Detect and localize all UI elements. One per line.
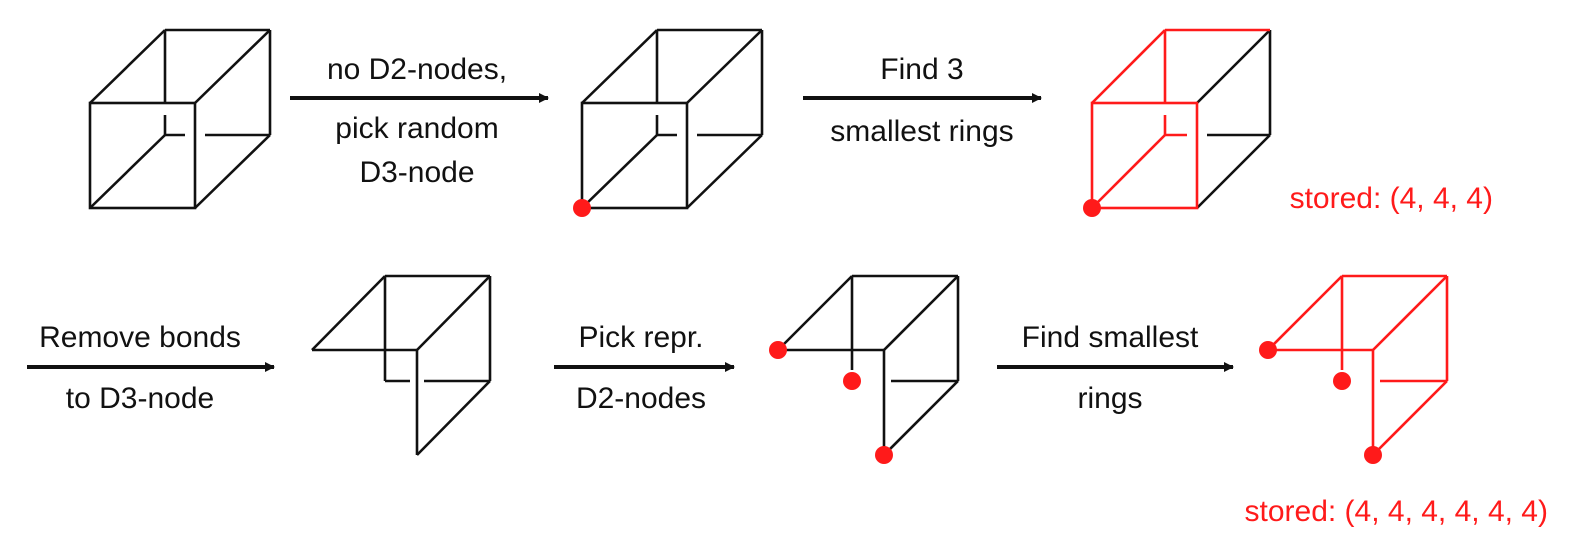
step-label-to-d3-node: to D3-node — [66, 382, 214, 415]
stored-result-2: stored: (4, 4, 4, 4, 4, 4) — [1245, 495, 1549, 528]
d3-node-dot — [573, 199, 591, 217]
d2-node-dot — [1259, 341, 1277, 359]
d3-node-dot — [1083, 199, 1101, 217]
step-label-find-smallest: Find smallest — [1022, 321, 1199, 354]
full-cube — [88, 28, 272, 210]
d2-node-dot — [875, 446, 893, 464]
cube-with-d2-nodes — [777, 274, 960, 456]
step-label-pick-random: pick random — [335, 112, 498, 145]
step-label-pick-repr: Pick repr. — [578, 321, 703, 354]
step-label-rings: rings — [1077, 382, 1142, 415]
stored-result-1: stored: (4, 4, 4) — [1290, 182, 1493, 215]
step-label-d2-nodes: D2-nodes — [576, 382, 706, 415]
step-label-find-3: Find 3 — [880, 53, 963, 86]
step-label-no-d2-nodes: no D2-nodes, — [327, 53, 507, 86]
cube-with-d3-node — [580, 28, 764, 210]
d2-node-dot — [1364, 446, 1382, 464]
cube-three-rings — [1090, 28, 1272, 210]
step-label-remove-bonds: Remove bonds — [39, 321, 241, 354]
d2-node-dot — [843, 372, 861, 390]
step-label-smallest-rings: smallest rings — [830, 115, 1013, 148]
step-label-d3-node: D3-node — [359, 156, 474, 189]
d2-node-dot — [1333, 372, 1351, 390]
cube-d2-rings — [1267, 274, 1449, 456]
cube-d3-removed — [311, 274, 492, 456]
d2-node-dot — [769, 341, 787, 359]
